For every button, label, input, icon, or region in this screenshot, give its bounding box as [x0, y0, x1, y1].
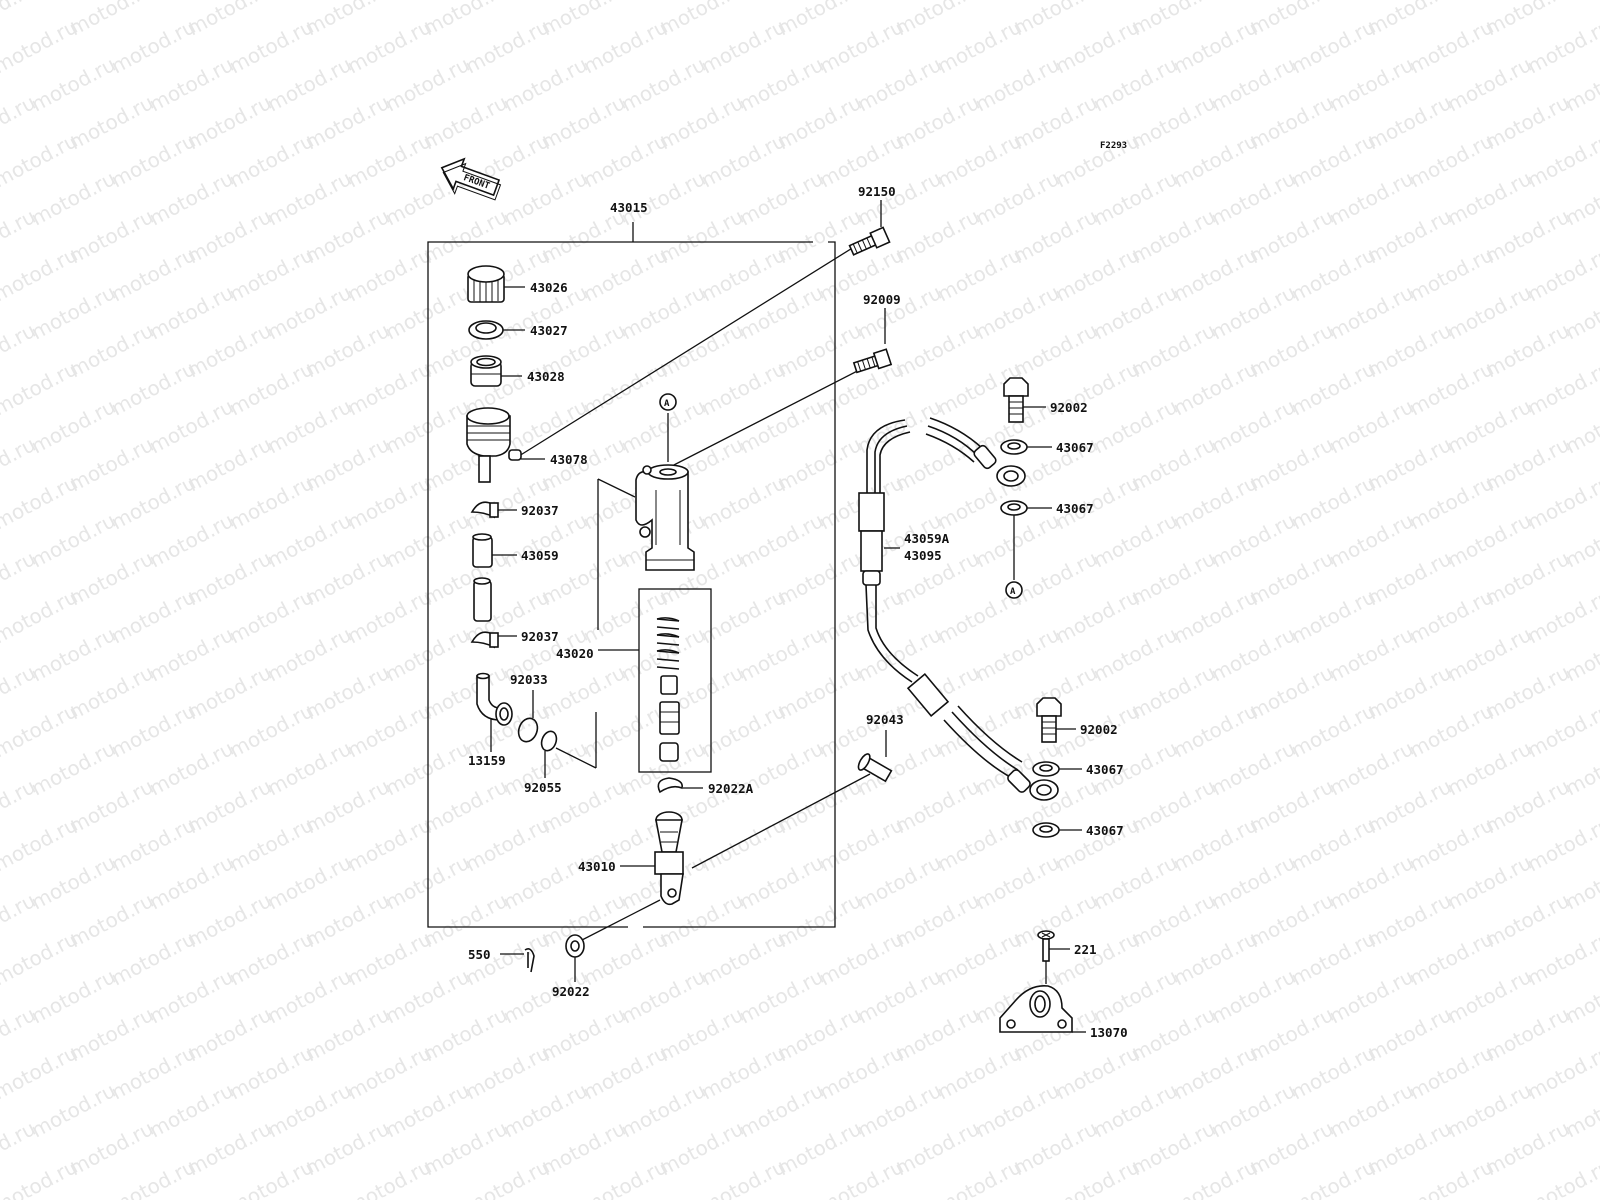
- clamp-92037-lower: [470, 631, 517, 649]
- circlip-92022a: [657, 777, 703, 794]
- hose-43059: [472, 533, 517, 622]
- label-92033: 92033: [510, 672, 548, 687]
- ref-marker-a-hose: A: [1005, 581, 1023, 599]
- label-43015: 43015: [610, 200, 648, 215]
- washer-43067-4: [1032, 822, 1082, 838]
- label-43059a: 43059A: [904, 531, 950, 546]
- label-43010: 43010: [578, 859, 616, 874]
- label-92002-upper: 92002: [1050, 400, 1088, 415]
- washer-43067-3: [1032, 761, 1082, 777]
- label-92037-upper: 92037: [521, 503, 559, 518]
- label-92002-lower: 92002: [1080, 722, 1118, 737]
- label-550: 550: [468, 947, 491, 962]
- banjo-bolt-92002-upper: [1003, 377, 1046, 423]
- label-221: 221: [1074, 942, 1097, 957]
- label-43027: 43027: [530, 323, 568, 338]
- o-ring-92055: [540, 712, 597, 778]
- label-43067-2: 43067: [1056, 501, 1094, 516]
- label-92009: 92009: [863, 292, 901, 307]
- label-43026: 43026: [530, 280, 568, 295]
- svg-text:A: A: [664, 399, 670, 409]
- clamp-92037-upper: [470, 501, 517, 519]
- label-92022: 92022: [552, 984, 590, 999]
- diaphragm-43028: [470, 355, 522, 387]
- piston-kit-43020: [597, 478, 712, 773]
- assembly-box-43015: 43015: [427, 200, 836, 928]
- hose-holder-13070: [999, 984, 1086, 1033]
- circlip-92033: [517, 690, 539, 743]
- push-rod-43010: [620, 811, 684, 906]
- label-43095: 43095: [904, 548, 942, 563]
- screw-221: [1037, 930, 1070, 984]
- label-92055: 92055: [524, 780, 562, 795]
- master-cylinder-body: [635, 413, 695, 571]
- brake-hose-43059a: [858, 417, 1059, 801]
- reservoir-cap-43026: [467, 265, 525, 303]
- plate-43027: [468, 320, 525, 340]
- pin-92043: [691, 730, 893, 869]
- ref-marker-a-body: A: [659, 393, 677, 411]
- label-92037-lower: 92037: [521, 629, 559, 644]
- label-43020: 43020: [556, 646, 594, 661]
- bolt-92009: [667, 308, 893, 469]
- label-43067-3: 43067: [1086, 762, 1124, 777]
- washer-43067-2: [1000, 500, 1052, 580]
- bolt-92150: [518, 200, 891, 457]
- label-43028: 43028: [527, 369, 565, 384]
- svg-text:A: A: [1010, 587, 1016, 597]
- banjo-bolt-92002-lower: [1036, 697, 1076, 743]
- reservoir-43078: [466, 407, 545, 483]
- label-92022a: 92022A: [708, 781, 754, 796]
- label-13159: 13159: [468, 753, 506, 768]
- label-13070: 13070: [1090, 1025, 1128, 1040]
- washer-43067-1: [1000, 439, 1052, 455]
- label-92043: 92043: [866, 712, 904, 727]
- label-43067-1: 43067: [1056, 440, 1094, 455]
- elbow-fitting-13159: [476, 672, 513, 752]
- figure-code: F2293: [1100, 141, 1127, 151]
- label-43067-4: 43067: [1086, 823, 1124, 838]
- label-92150: 92150: [858, 184, 896, 199]
- label-43078: 43078: [550, 452, 588, 467]
- washer-92022: [565, 899, 661, 982]
- label-43059: 43059: [521, 548, 559, 563]
- front-arrow-icon: FRONT: [440, 157, 502, 201]
- cotter-pin-550: [500, 948, 535, 973]
